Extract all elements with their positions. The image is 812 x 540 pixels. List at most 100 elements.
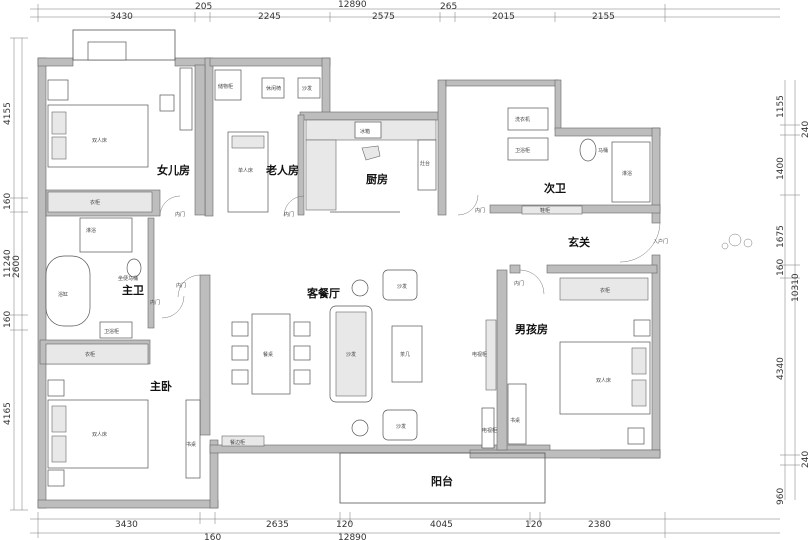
elder-room: 储物柜 休闲椅 沙发 单人床 老人房 内门 [214,69,321,218]
left-dim: 11240 [3,249,13,278]
top-dim: 2245 [258,12,281,22]
right-dim: 4340 [776,357,786,380]
coffee-table-label: 茶几 [400,351,410,358]
left-dim: 2600 [12,255,22,278]
bottom-dim: 2635 [266,520,289,530]
dining-table-label: 餐桌 [263,351,273,358]
door-label: 内门 [475,207,485,214]
leisure-chair-label: 休闲椅 [266,85,281,92]
daughter-room: 双人床 衣柜 女儿房 内门 [47,41,193,218]
right-dim: 160 [776,259,786,276]
dining-chair [293,345,311,361]
master-desk-label: 书桌 [186,441,196,448]
entry-door-swing [619,221,661,263]
bedside-table [627,427,645,445]
dining-chair [231,321,249,337]
boy-wardrobe-label: 衣柜 [600,287,610,294]
kitchen: 冰箱 灶台 厨房 [305,119,437,213]
coffee-table [391,325,423,383]
bottom-total-dim: 12890 [338,533,367,540]
storage-cabinet [214,69,242,101]
boy-bed-label: 双人床 [596,377,611,384]
master-bed-label: 双人床 [92,431,107,438]
side-table [351,279,369,297]
elder-room-label: 老人房 [265,163,299,177]
top-dim: 2155 [592,12,615,22]
master-bedroom-label: 主卧 [150,379,172,393]
nightstand [47,79,69,101]
balcony: 阳台 [431,474,453,488]
boy-desk-label: 书桌 [510,417,520,424]
toilet-label: 马桶 [598,147,608,154]
double-bed-label: 双人床 [92,137,107,144]
bedside-table [633,319,651,337]
door-label: 内门 [284,211,294,218]
master-bed-pillow [51,435,67,463]
boy-bed-pillow [631,347,647,375]
kitchen-island [361,145,381,161]
second-bathroom: 洗衣机 卫浴柜 马桶 淋浴 次卫 鞋柜 内门 [475,107,651,215]
master-wardrobe-label: 衣柜 [85,351,95,358]
master-bath-label: 主卫 [122,283,144,297]
right-dim-small: 240 [801,121,811,138]
tv-cabinet-label: 电视柜 [472,351,487,358]
top-dim: 2015 [492,12,515,22]
left-dimension-line: 4155 160 11240 2600 160 4165 [3,37,28,511]
bay-window-cushion [87,41,127,61]
shoe-cabinet-label: 鞋柜 [540,207,550,214]
toilet [579,138,597,162]
leisure-chair [261,77,285,99]
boy-tv-label: 电视柜 [482,427,497,434]
bathtub [45,255,91,327]
right-dim: 1155 [776,95,786,118]
side-table [351,419,369,437]
bedside-table [47,469,65,487]
bottom-dim: 120 [336,520,353,530]
dining-chair [231,369,249,385]
kitchen-counter-side [305,139,337,211]
entrance-label: 玄关 [568,235,590,249]
wash-basin [507,137,549,161]
wash-basin-label: 卫浴柜 [515,147,530,154]
bedside-table [47,379,65,397]
dining-side-label: 餐边柜 [230,439,245,446]
entrance: 玄关 入户门 [568,221,668,263]
right-dim-total: 10310 [791,273,801,302]
door-label: 内门 [175,211,185,218]
master-desk [185,399,201,479]
master-bed-pillow [51,405,67,433]
main-sofa-seat [335,311,367,397]
living-dining: 餐桌 餐边柜 沙发 茶几 沙发 沙发 电视柜 客餐厅 内门 内门 [176,269,524,447]
single-bed-pillow [231,135,265,149]
fridge-label: 冰箱 [360,128,370,135]
elder-sofa-label: 沙发 [302,85,312,92]
right-dim: 1400 [776,157,786,180]
top-dim: 2575 [372,12,395,22]
fridge [354,121,382,139]
shower-label: 淋浴 [622,170,632,177]
living-dining-label: 客餐厅 [306,286,340,300]
master-wash-basin [99,321,133,339]
stove [417,139,437,191]
second-bath-label: 次卫 [544,181,566,195]
chair [159,94,175,112]
top-dimension-line: 12890 3430 205 2245 2575 265 2015 2155 [30,0,780,22]
right-dim: 960 [776,488,786,505]
balcony-label: 阳台 [431,474,453,488]
bottom-dim: 2380 [588,520,611,530]
shower-cabin-label: 淋浴 [86,227,96,234]
door-label: 内门 [514,280,524,287]
boy-room: 衣柜 双人床 书桌 电视柜 男孩房 [481,277,651,449]
smart-toilet-label: 坐便马桶 [118,275,138,282]
storage-label: 储物柜 [218,83,233,90]
right-dim-small: 240 [801,451,811,468]
top-dim: 3430 [110,12,133,22]
left-dim: 160 [3,311,13,328]
top-dim: 205 [195,2,212,12]
dining-chair [293,321,311,337]
armchair [382,269,418,301]
left-dim: 4165 [3,402,13,425]
top-total-dim: 12890 [338,0,367,10]
stove-label: 灶台 [420,160,430,167]
bed-pillow [51,111,67,135]
